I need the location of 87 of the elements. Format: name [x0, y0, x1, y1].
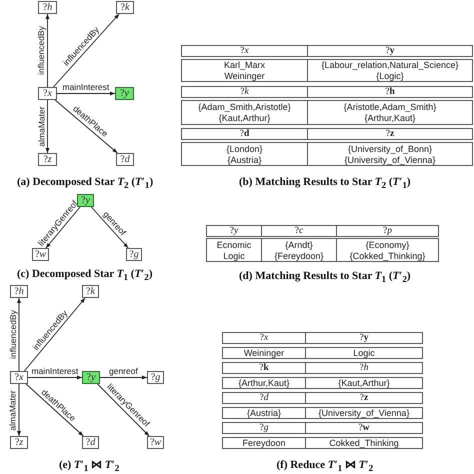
table-value: {Arndt} [261, 239, 336, 250]
table-value: {Adam_Smith,Aristotle} [197, 101, 292, 112]
highlighted-variable-box: ?y [77, 194, 94, 207]
arrow [97, 384, 150, 436]
column-header: ?p [336, 226, 438, 236]
variable-box: ?d [82, 436, 99, 449]
panel-caption: (b) Matching Results to Star T$_{2}$ (T′$_{1}$) [239, 176, 411, 192]
table-value: {Cokked_Thinking} [336, 250, 438, 261]
column-header: ?d [238, 129, 250, 139]
table-value: {Austria} [246, 408, 282, 418]
column-header: ?k [258, 363, 270, 373]
table-value: Fereydoon [241, 438, 287, 448]
table-value: {Kaut,Arthur} [218, 112, 272, 124]
variable-box: ?d [116, 153, 134, 166]
edge-label: mainInterest [32, 367, 78, 376]
panel-caption: (f) Reduce T′$_{1}$ ⋈ T′$_{2}$ [276, 459, 374, 474]
panel-caption: (a) Decomposed Star T$_{2}$ (T′$_{1}$) [17, 176, 154, 192]
column-header: ?g [258, 423, 270, 433]
panel-caption: (d) Matching Results to Star T$_{1}$ (T′$_{2}$) [239, 270, 411, 286]
table-value: {Arthur,Kaut} [307, 112, 472, 124]
column-header: ?h [305, 363, 422, 373]
column-header: ?z [305, 393, 422, 403]
edge-label: influencedBy [8, 310, 18, 359]
table-value: {University_of_Vienna} [307, 154, 472, 165]
table-value: {Fereydoon} [261, 250, 336, 261]
table-value: {Austria} [226, 154, 263, 165]
variable-box: ?h [38, 1, 57, 14]
arrow [17, 384, 21, 436]
panel-caption: (e) T′$_{1}$ ⋈ T′$_{2}$ [59, 459, 120, 474]
column-header: ?h [307, 87, 472, 97]
arrow [46, 100, 50, 154]
edge-label: almaMater [8, 390, 18, 430]
table-value: {Arthur,Kaut} [237, 378, 291, 388]
table-value: Weininger [223, 70, 266, 81]
arrow [26, 384, 84, 436]
edge-label: almaMater [37, 106, 46, 147]
variable-box: ?k [82, 285, 99, 298]
column-header: ?y [305, 333, 422, 343]
column-header: ?k [239, 87, 250, 97]
table-value: Logic [305, 348, 422, 358]
column-header: ?y [307, 46, 472, 56]
panel-caption: (c) Decomposed Star T$_{1}$ (T′$_{2}$) [17, 268, 153, 284]
variable-box: ?z [10, 436, 28, 449]
variable-box: ?k [116, 1, 134, 14]
table-value: {University_of_Bonn} [307, 143, 472, 154]
table-value: Cokked_Thinking [305, 438, 422, 448]
variable-box: ?w [147, 436, 164, 449]
table-value: {Economy} [336, 239, 438, 250]
arrow [54, 100, 118, 154]
table-value: Ecnomic [216, 239, 252, 250]
table-value: Weininger [242, 348, 286, 358]
variable-box: ?x [10, 371, 28, 384]
column-header: ?x [239, 46, 250, 56]
table-value: {Logic} [307, 70, 472, 81]
arrow [17, 298, 21, 372]
table-value: Logic [222, 250, 246, 261]
column-header: ?z [307, 129, 472, 139]
variable-box: ?g [147, 371, 164, 384]
edge-label: genreof [109, 367, 138, 376]
column-header: ?d [258, 393, 270, 403]
variable-box: ?h [10, 285, 28, 298]
column-header: ?x [258, 333, 270, 343]
variable-box: ?z [38, 153, 57, 166]
table-value: {University_of_Vienna} [305, 408, 422, 418]
table-value: Karl_Marx [222, 60, 266, 70]
variable-box: ?w [32, 248, 49, 261]
edge-label: mainInterest [62, 83, 110, 92]
table-value: {Aristotle,Adam_Smith} [307, 101, 472, 112]
arrow [56, 92, 116, 96]
table-value: {Kaut,Arthur} [305, 378, 422, 388]
table-value: {London} [225, 143, 264, 154]
arrow [100, 376, 148, 380]
arrow [52, 14, 120, 88]
arrow [28, 376, 82, 380]
variable-box: ?x [38, 87, 57, 100]
column-header: ?w [305, 423, 422, 433]
highlighted-variable-box: ?y [115, 87, 134, 100]
arrow [24, 298, 86, 372]
edge-label: influencedBy [36, 26, 46, 75]
highlighted-variable-box: ?y [82, 371, 100, 384]
table-value: {Labour_relation,Natural_Science} [307, 60, 472, 70]
arrow [90, 206, 129, 248]
column-header: ?c [261, 226, 336, 236]
variable-box: ?g [126, 248, 142, 261]
arrow [46, 14, 50, 88]
arrow [45, 206, 81, 248]
column-header: ?y [228, 226, 240, 236]
